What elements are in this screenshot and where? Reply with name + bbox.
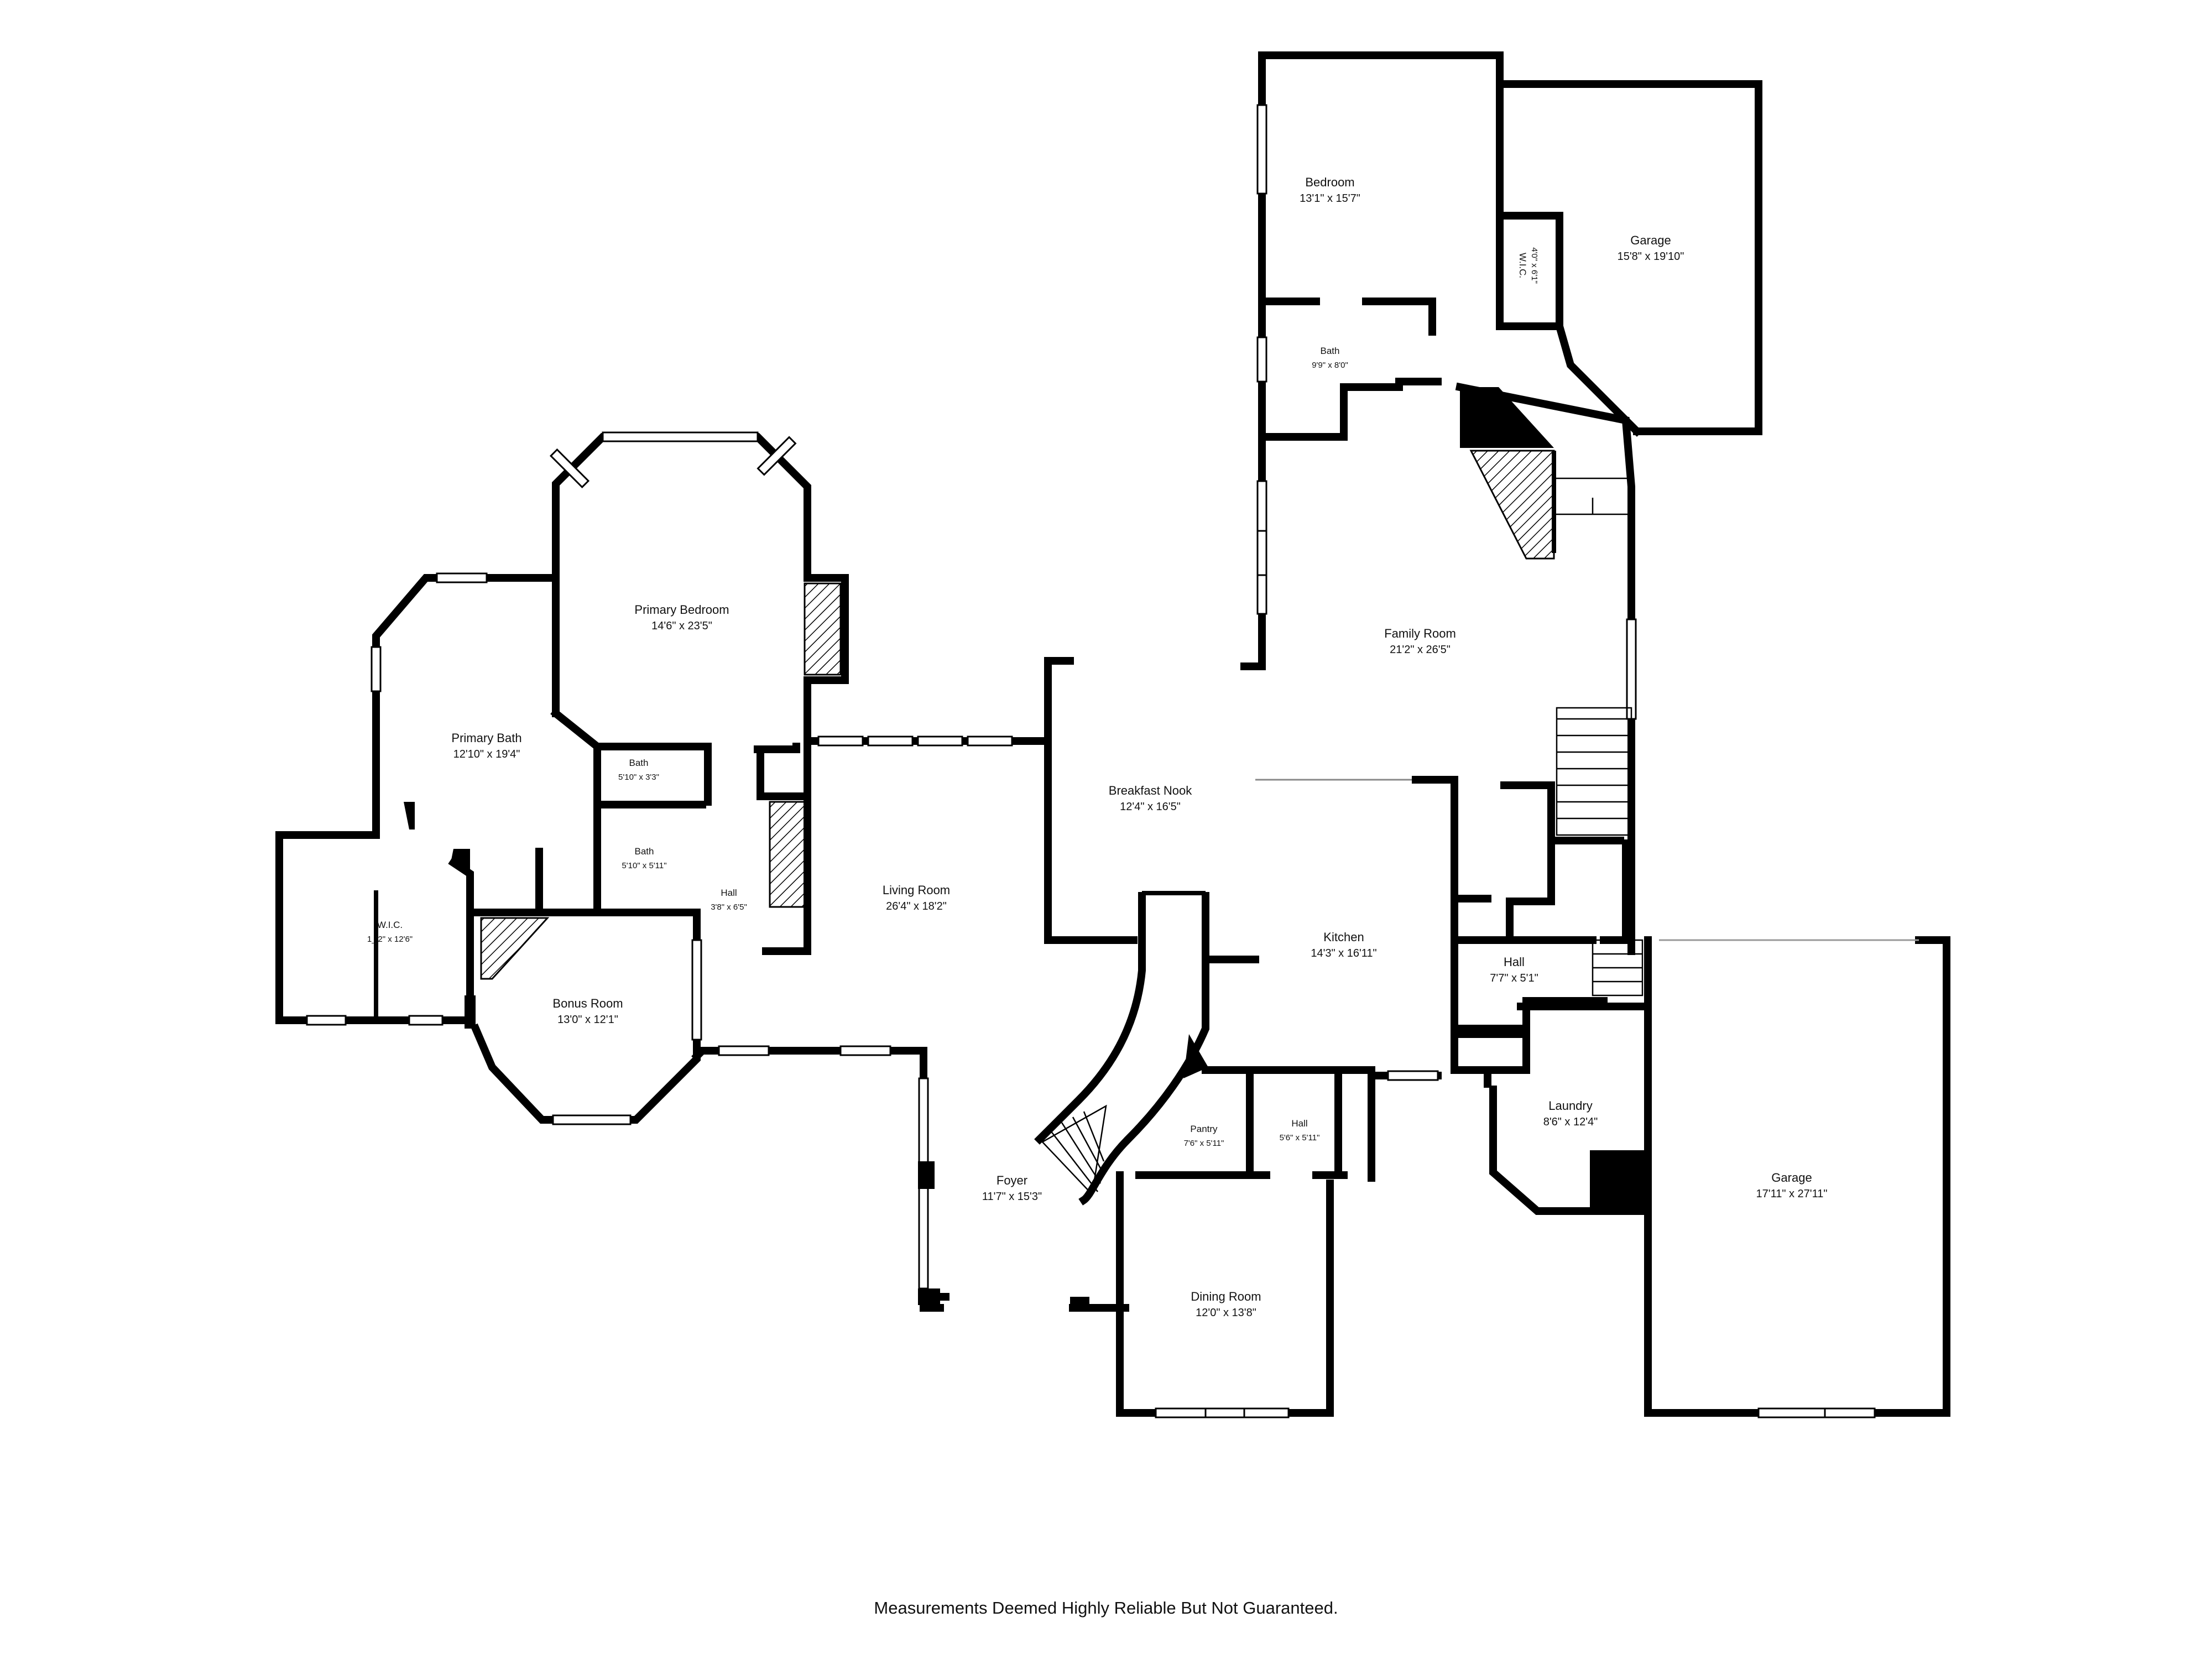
room-labels: Bedroom 13'1" x 15'7" Garage 15'8" x 19'… [367, 175, 1828, 1319]
room-dimensions: 26'4" x 18'2" [886, 900, 947, 912]
room-name: W.I.C. [377, 920, 403, 930]
curved-staircase [1034, 891, 1209, 1206]
room-name: Bonus Room [552, 997, 623, 1010]
room-dimensions: 12'10" x 19'4" [453, 748, 520, 760]
room-dimensions: 12'0" x 13'8" [1196, 1307, 1256, 1319]
room-name: Dining Room [1191, 1290, 1261, 1303]
room-dimensions: 13'1" x 15'7" [1300, 192, 1360, 205]
room-dimensions: 9'9" x 8'0" [1312, 361, 1348, 370]
room-dimensions: 12'4" x 16'5" [1120, 801, 1181, 813]
room-name: Family Room [1384, 627, 1456, 640]
room-name: Living Room [883, 883, 950, 897]
room-dimensions: 13'0" x 12'1" [557, 1014, 618, 1026]
right-service-wing [1451, 707, 1950, 1418]
room-dimensions: 14'6" x 23'5" [651, 620, 712, 632]
upper-right-wing [1240, 51, 1762, 955]
room-name: Kitchen [1323, 930, 1364, 944]
room-dimensions: 3'8" x 6'5" [711, 902, 747, 912]
room-name: Bath [629, 758, 649, 768]
room-dimensions: 8'6" x 12'4" [1543, 1116, 1598, 1128]
room-dimensions: 5'6" x 5'11" [1280, 1133, 1320, 1142]
room-dimensions: 4'0" x 6'1" [1530, 247, 1539, 284]
room-name: Primary Bath [451, 731, 521, 745]
measurement-disclaimer: Measurements Deemed Highly Reliable But … [874, 1598, 1338, 1618]
room-dimensions: 14'3" x 16'11" [1311, 947, 1376, 959]
room-name: Bedroom [1305, 175, 1354, 189]
room-dimensions: 1_'2" x 12'6" [367, 935, 413, 944]
room-name: Pantry [1190, 1124, 1218, 1134]
center-core [691, 657, 1458, 1418]
room-dimensions: 17'11" x 27'11" [1756, 1188, 1828, 1200]
room-name: Primary Bedroom [634, 603, 729, 617]
room-dimensions: 5'10" x 5'11" [622, 861, 666, 870]
room-name: Hall [1504, 955, 1525, 969]
room-name: W.I.C. [1517, 253, 1528, 278]
left-wing [275, 431, 849, 1125]
room-name: Hall [1291, 1118, 1307, 1129]
room-name: Hall [721, 888, 737, 898]
room-name: Foyer [997, 1173, 1027, 1187]
room-dimensions: 21'2" x 26'5" [1390, 644, 1451, 656]
room-dimensions: 7'7" x 5'1" [1490, 972, 1538, 984]
room-name: Breakfast Nook [1109, 784, 1192, 797]
room-name: Bath [1321, 346, 1340, 356]
room-dimensions: 5'10" x 3'3" [618, 773, 659, 782]
room-dimensions: 11'7" x 15'3" [982, 1191, 1042, 1203]
room-dimensions: 7'6" x 5'11" [1184, 1139, 1224, 1148]
room-name: Bath [635, 846, 654, 857]
room-name: Laundry [1548, 1099, 1593, 1113]
room-name: Garage [1630, 233, 1671, 247]
room-dimensions: 15'8" x 19'10" [1618, 251, 1684, 263]
room-name: Garage [1771, 1171, 1812, 1185]
